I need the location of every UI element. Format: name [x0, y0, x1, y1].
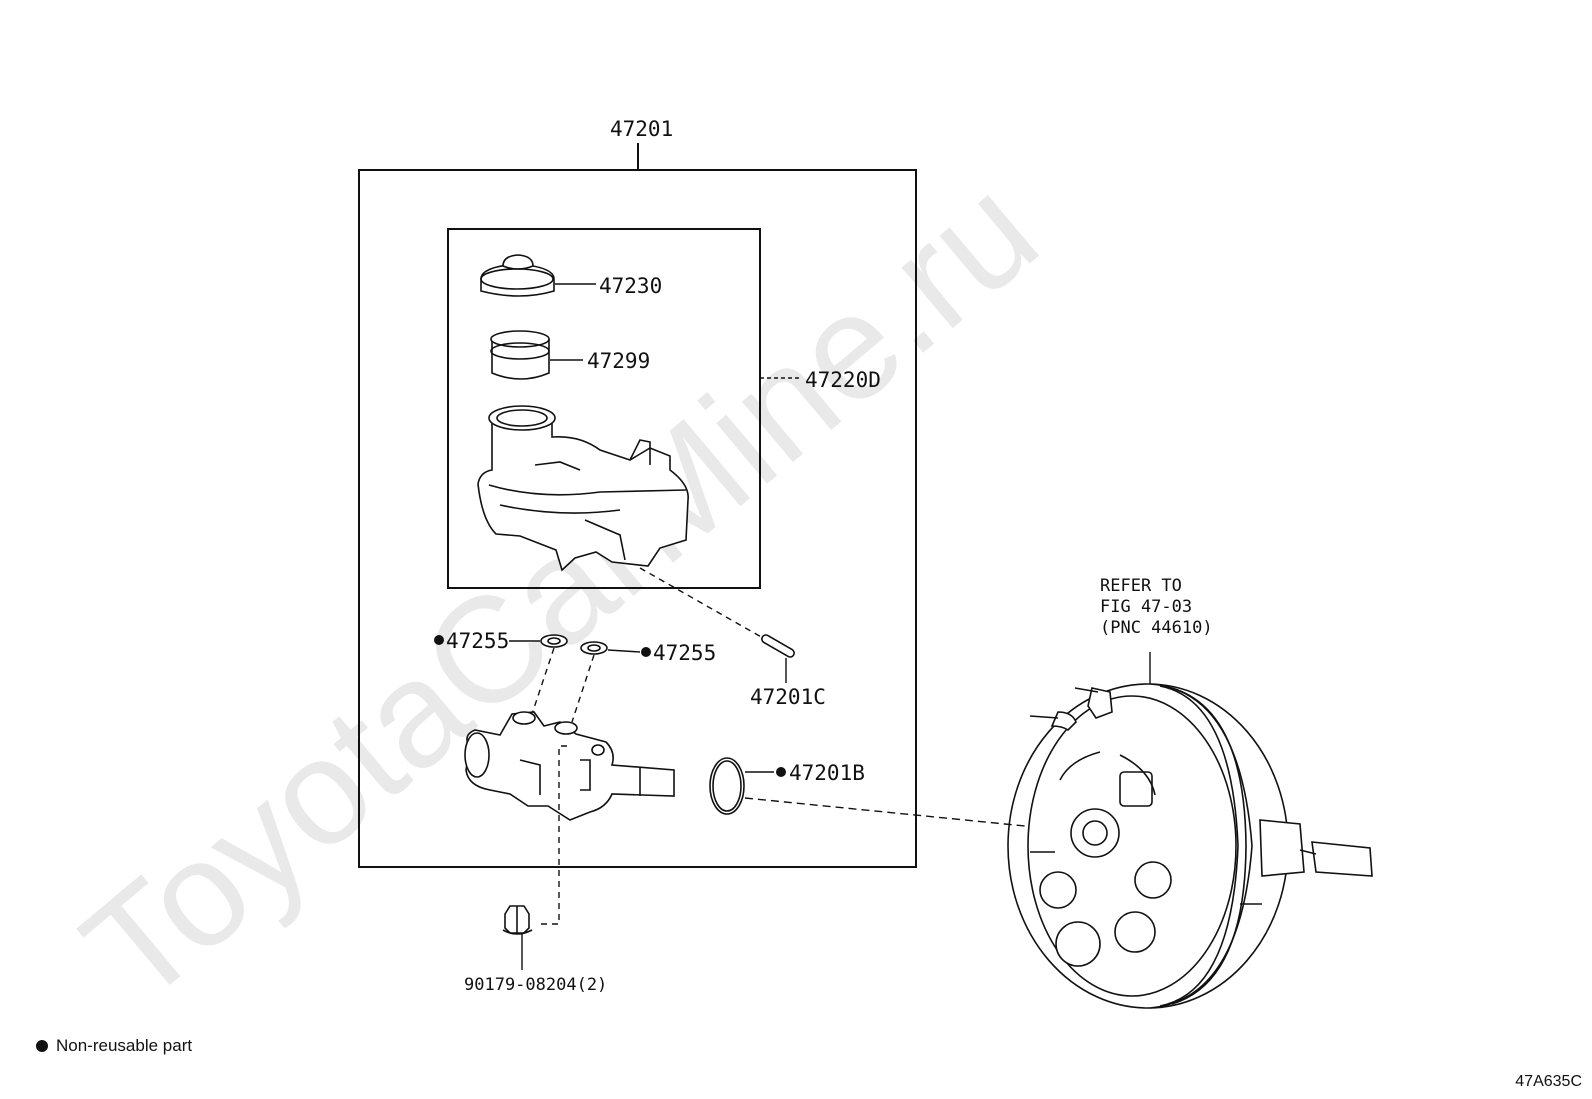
master-cylinder — [464, 711, 675, 821]
reservoir-cap — [480, 254, 555, 297]
label-47201C: 47201C — [750, 685, 826, 709]
nonreusable-dot-oring — [776, 767, 786, 777]
label-47255-left: 47255 — [446, 629, 509, 653]
refer-line-2: FIG 47-03 — [1100, 597, 1192, 617]
nonreusable-dot-icon — [36, 1040, 48, 1052]
label-47201B: 47201B — [789, 761, 865, 785]
label-47220D: 47220D — [805, 368, 881, 392]
label-47255-right: 47255 — [653, 641, 716, 665]
o-ring — [709, 757, 745, 815]
legend-text: Non-reusable part — [56, 1036, 193, 1055]
nonreusable-dot-right — [641, 647, 651, 657]
strainer — [490, 330, 550, 380]
nonreusable-dot-left — [434, 635, 444, 645]
grommet-left — [540, 634, 568, 648]
flange-nut — [502, 905, 533, 935]
refer-line-3: (PNC 44610) — [1100, 618, 1213, 638]
label-47230: 47230 — [599, 274, 662, 298]
label-47201: 47201 — [610, 117, 673, 141]
pin — [761, 634, 795, 658]
brake-booster — [1007, 683, 1373, 1009]
reservoir-frame — [447, 228, 761, 589]
label-90179-08204: 90179-08204(2) — [464, 975, 607, 995]
grommet-right — [580, 641, 608, 655]
figure-code: 47A635C — [1515, 1073, 1582, 1090]
refer-line-1: REFER TO — [1100, 576, 1182, 596]
legend: Non-reusable part — [36, 1036, 192, 1056]
reservoir-tank — [477, 405, 689, 572]
label-47299: 47299 — [587, 349, 650, 373]
